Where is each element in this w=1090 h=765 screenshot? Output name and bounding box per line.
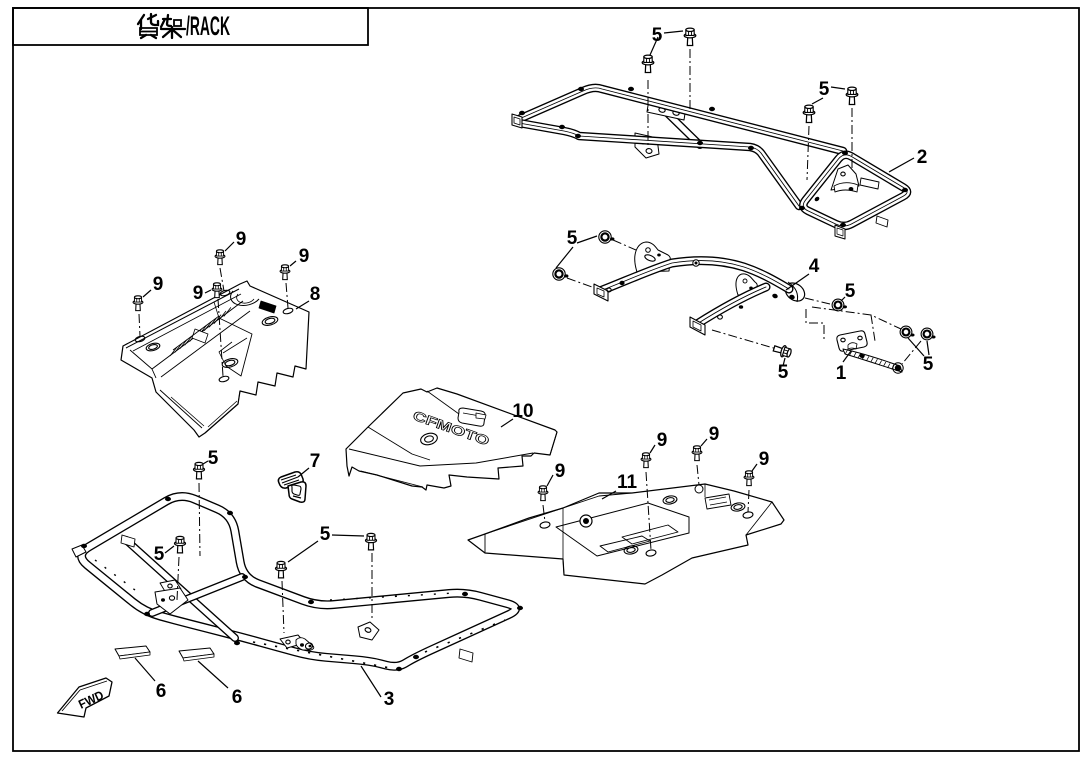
svg-text:2: 2 xyxy=(917,147,928,168)
svg-text:9: 9 xyxy=(236,229,247,250)
svg-text:5: 5 xyxy=(652,25,663,46)
svg-text:3: 3 xyxy=(384,689,395,710)
svg-text:5: 5 xyxy=(923,354,934,375)
svg-text:5: 5 xyxy=(819,79,830,100)
svg-text:9: 9 xyxy=(657,430,668,451)
svg-text:9: 9 xyxy=(193,283,204,304)
svg-text:5: 5 xyxy=(845,281,856,302)
svg-text:9: 9 xyxy=(555,461,566,482)
svg-text:5: 5 xyxy=(778,362,789,383)
svg-text:10: 10 xyxy=(512,401,533,422)
svg-text:5: 5 xyxy=(154,544,165,565)
svg-text:9: 9 xyxy=(299,246,310,267)
svg-text:6: 6 xyxy=(232,687,243,708)
svg-text:6: 6 xyxy=(156,681,167,702)
svg-text:5: 5 xyxy=(567,228,578,249)
svg-text:5: 5 xyxy=(320,524,331,545)
svg-text:5: 5 xyxy=(208,448,219,469)
svg-text:1: 1 xyxy=(836,363,847,384)
svg-text:/RACK: /RACK xyxy=(186,11,230,41)
svg-text:9: 9 xyxy=(709,424,720,445)
svg-text:4: 4 xyxy=(809,256,820,277)
svg-text:8: 8 xyxy=(310,284,321,305)
svg-text:9: 9 xyxy=(153,274,164,295)
svg-text:7: 7 xyxy=(310,451,321,472)
svg-text:11: 11 xyxy=(617,472,638,493)
svg-text:9: 9 xyxy=(759,449,770,470)
